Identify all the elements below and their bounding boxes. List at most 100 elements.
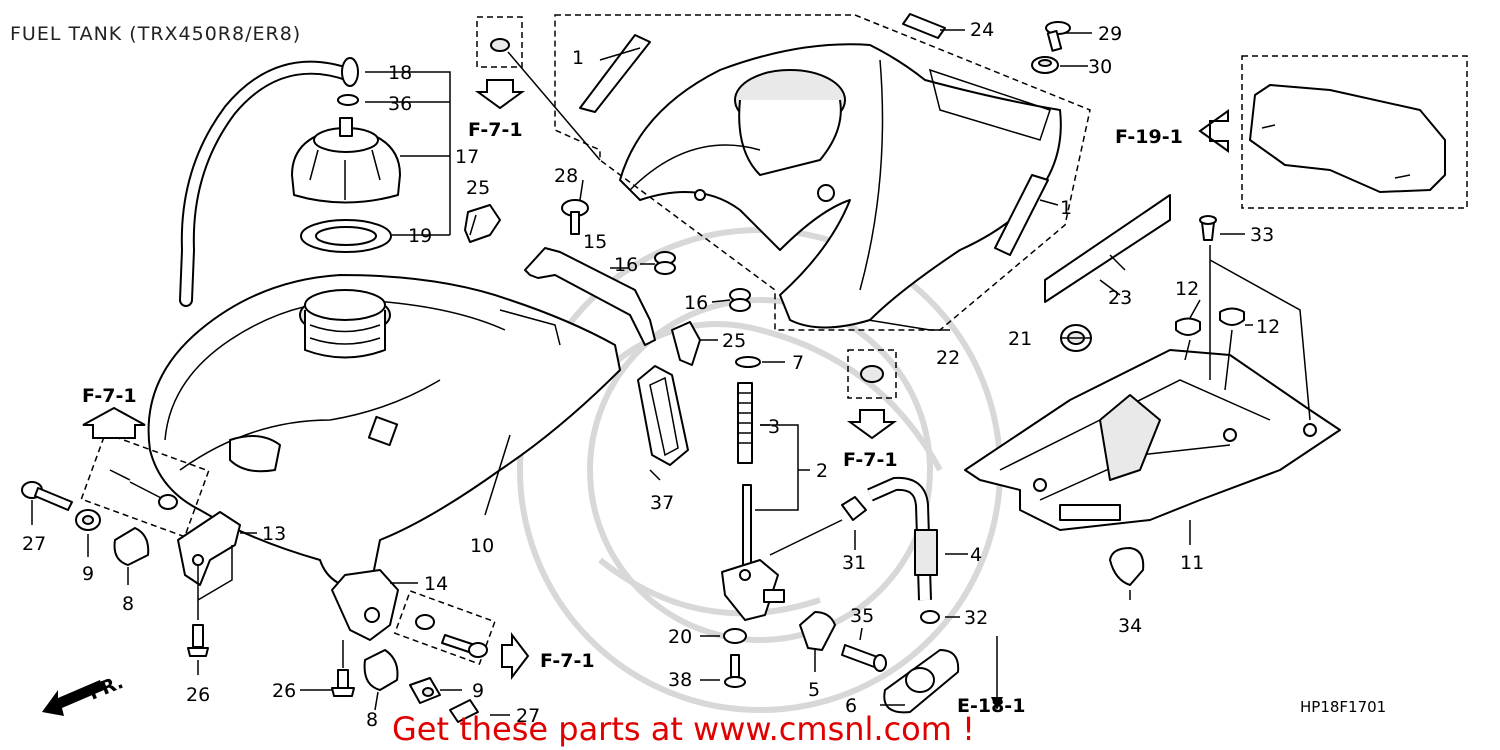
callout-33: 33 bbox=[1250, 224, 1274, 246]
callout-4: 4 bbox=[970, 544, 982, 566]
callout-21: 21 bbox=[1008, 328, 1032, 350]
callout-36: 36 bbox=[388, 93, 412, 115]
callout-17: 17 bbox=[455, 146, 479, 168]
ref-f191: F-19-1 bbox=[1115, 126, 1183, 148]
clip-25a bbox=[464, 204, 501, 243]
ref-f71-bottom: F-7-1 bbox=[540, 650, 595, 672]
clip-36 bbox=[337, 94, 359, 106]
callout-15: 15 bbox=[583, 231, 607, 253]
bolt-27a bbox=[21, 481, 73, 511]
arrow-f71-left bbox=[82, 406, 146, 439]
bracket-13 bbox=[177, 511, 241, 586]
callout-27a: 27 bbox=[22, 533, 46, 555]
washer-20 bbox=[723, 628, 747, 644]
grommet-16a bbox=[654, 251, 676, 275]
callout-29: 29 bbox=[1098, 23, 1122, 45]
grommet-top bbox=[490, 38, 510, 52]
callout-10: 10 bbox=[470, 535, 494, 557]
callout-6: 6 bbox=[845, 695, 857, 717]
callout-16a: 16 bbox=[614, 254, 638, 276]
bolt-mid bbox=[441, 634, 488, 658]
clip-33 bbox=[1199, 215, 1217, 241]
callout-30: 30 bbox=[1088, 56, 1112, 78]
diagram-code: HP18F1701 bbox=[1300, 698, 1386, 716]
callout-8a: 8 bbox=[122, 593, 134, 615]
callout-35: 35 bbox=[850, 605, 874, 627]
callout-13: 13 bbox=[262, 523, 286, 545]
callout-9a: 9 bbox=[82, 563, 94, 585]
watermark-logo bbox=[517, 227, 1003, 713]
valve-knob-5 bbox=[799, 611, 836, 651]
callout-16b: 16 bbox=[684, 292, 708, 314]
rubber-band-37 bbox=[637, 365, 689, 466]
bolt-29 bbox=[1045, 21, 1071, 52]
bolt-35 bbox=[841, 644, 887, 672]
bracket-14 bbox=[331, 569, 399, 641]
fuel-tank-10 bbox=[147, 274, 621, 591]
protector-strip-1a bbox=[579, 34, 651, 113]
callout-14: 14 bbox=[424, 573, 448, 595]
ref-f71-left: F-7-1 bbox=[82, 385, 137, 407]
cushion-8b bbox=[363, 649, 399, 691]
callout-22: 22 bbox=[936, 347, 960, 369]
callout-12b: 12 bbox=[1256, 316, 1280, 338]
grommet-12a bbox=[1175, 317, 1201, 336]
callout-25b: 25 bbox=[722, 330, 746, 352]
pad-24 bbox=[902, 13, 946, 39]
callout-34: 34 bbox=[1118, 615, 1142, 637]
callout-5: 5 bbox=[808, 679, 820, 701]
callout-23: 23 bbox=[1108, 287, 1132, 309]
fuel-cap-17 bbox=[291, 117, 401, 204]
collar-9a bbox=[75, 509, 101, 531]
callout-3: 3 bbox=[768, 416, 780, 438]
callout-1b: 1 bbox=[1060, 197, 1072, 219]
arrow-f71-bottom bbox=[501, 632, 530, 680]
valve-plate-6 bbox=[883, 649, 960, 714]
clip-32 bbox=[920, 610, 940, 624]
callout-26b: 26 bbox=[272, 680, 296, 702]
fuel-strainer-3 bbox=[737, 382, 753, 464]
screw-38 bbox=[724, 654, 746, 688]
o-ring-7 bbox=[735, 356, 761, 368]
bolt-26b bbox=[331, 669, 355, 697]
clip-25b bbox=[671, 321, 701, 366]
callout-37: 37 bbox=[650, 492, 674, 514]
callout-8b: 8 bbox=[366, 709, 378, 731]
arrow-f71-top bbox=[474, 79, 526, 110]
callout-31: 31 bbox=[842, 552, 866, 574]
front-direction-arrow: FR. bbox=[42, 671, 126, 716]
fuel-valve-2 bbox=[721, 484, 785, 621]
callout-12a: 12 bbox=[1175, 278, 1199, 300]
ref-f71-top: F-7-1 bbox=[468, 119, 523, 141]
callout-28: 28 bbox=[554, 165, 578, 187]
seal-strip-23 bbox=[1044, 194, 1171, 303]
callout-2: 2 bbox=[816, 460, 828, 482]
arrow-f71-mid bbox=[846, 409, 898, 440]
callout-27b: 27 bbox=[516, 705, 540, 727]
cushion-8a bbox=[113, 527, 150, 566]
washer-mid bbox=[415, 614, 435, 630]
callout-25a: 25 bbox=[466, 177, 490, 199]
callout-24: 24 bbox=[970, 19, 994, 41]
grommet-12b bbox=[1219, 307, 1245, 326]
callout-9b: 9 bbox=[472, 680, 484, 702]
bolt-28 bbox=[561, 199, 589, 235]
collar-9b bbox=[409, 677, 441, 704]
callout-38: 38 bbox=[668, 669, 692, 691]
clamp-34 bbox=[1109, 547, 1145, 586]
callout-20: 20 bbox=[668, 626, 692, 648]
callout-18: 18 bbox=[388, 62, 412, 84]
callout-7: 7 bbox=[792, 352, 804, 374]
fuel-tube-4 bbox=[867, 476, 938, 601]
front-label: FR. bbox=[86, 671, 127, 705]
clip-31 bbox=[841, 496, 867, 521]
seat-panel-f19 bbox=[1249, 84, 1446, 193]
stay-15 bbox=[524, 247, 656, 346]
diagram-title: FUEL TANK (TRX450R8/ER8) bbox=[10, 23, 301, 45]
callout-11: 11 bbox=[1180, 552, 1204, 574]
grommet-16b bbox=[729, 288, 751, 312]
ref-e181: E-18-1 bbox=[957, 695, 1025, 717]
collar-30 bbox=[1031, 56, 1059, 74]
promo-link[interactable]: Get these parts at www.cmsnl.com ! bbox=[392, 710, 975, 748]
